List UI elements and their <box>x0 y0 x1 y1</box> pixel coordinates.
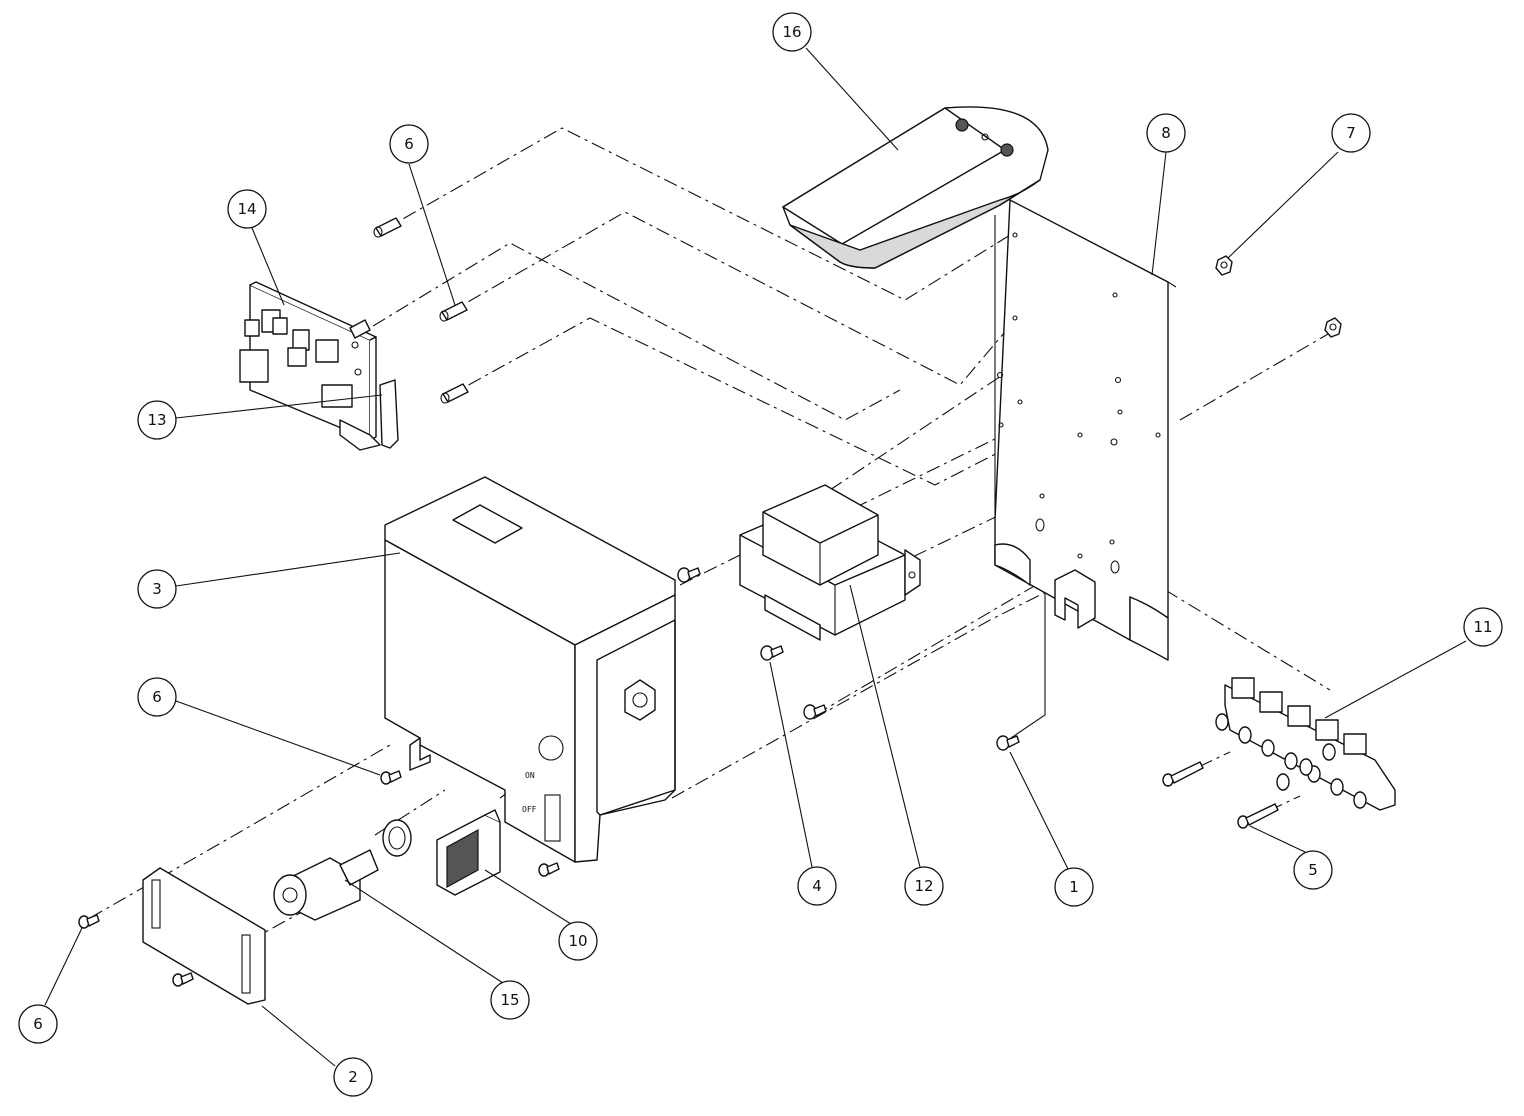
callout-2: 2 <box>333 1057 373 1097</box>
screw-box-bottom <box>538 862 560 877</box>
svg-text:6: 6 <box>33 1015 43 1033</box>
part-2-bracket <box>142 867 266 1005</box>
callout-3: 3 <box>137 569 177 609</box>
svg-text:16: 16 <box>782 23 801 41</box>
part-16-cover <box>782 106 1049 269</box>
screw-part-4b <box>803 704 827 720</box>
switch-off-label: OFF <box>522 805 537 814</box>
svg-text:5: 5 <box>1308 861 1318 879</box>
svg-text:4: 4 <box>812 877 822 895</box>
callout-balloons: 16 8 7 6 14 13 3 6 11 5 1 12 4 10 15 2 6 <box>18 12 1503 1097</box>
screw-bracket-bottom <box>172 972 194 987</box>
callout-1: 1 <box>1054 867 1094 907</box>
svg-text:8: 8 <box>1161 124 1171 142</box>
svg-text:13: 13 <box>147 411 166 429</box>
callout-16: 16 <box>772 12 812 52</box>
svg-text:15: 15 <box>500 991 519 1009</box>
callout-5: 5 <box>1293 850 1333 890</box>
part-1-bracket <box>1054 569 1096 629</box>
part-11-terminal-block <box>1215 677 1396 811</box>
callout-12: 12 <box>904 866 944 906</box>
svg-text:10: 10 <box>568 932 587 950</box>
switch-on-label: ON <box>525 771 535 780</box>
svg-text:7: 7 <box>1346 124 1356 142</box>
screw-near-box-top <box>677 567 701 583</box>
leader-lines <box>44 47 1467 1067</box>
part-8-standoffs <box>349 217 469 404</box>
part-10-switch <box>436 809 501 896</box>
screw-part-5a <box>1162 761 1204 787</box>
svg-text:12: 12 <box>914 877 933 895</box>
callout-15: 15 <box>490 980 530 1020</box>
screw-part-1 <box>996 735 1020 751</box>
callout-6-lower: 6 <box>18 1004 58 1044</box>
screw-part-6-bracket <box>78 914 100 929</box>
svg-text:1: 1 <box>1069 878 1079 896</box>
svg-text:3: 3 <box>152 580 162 598</box>
svg-text:14: 14 <box>237 200 256 218</box>
callout-7: 7 <box>1331 113 1371 153</box>
part-12-transformer <box>739 484 921 641</box>
callout-10: 10 <box>558 921 598 961</box>
callout-11: 11 <box>1463 607 1503 647</box>
part-9-back-plate <box>994 199 1177 661</box>
part-7-nuts <box>1215 255 1342 338</box>
callout-4: 4 <box>797 866 837 906</box>
part-15-fuse-holder <box>273 819 412 921</box>
screw-part-5b <box>1237 803 1279 829</box>
callout-9: 8 <box>1146 113 1186 153</box>
svg-text:2: 2 <box>348 1068 358 1086</box>
svg-text:11: 11 <box>1473 618 1492 636</box>
callout-8: 6 <box>389 124 429 164</box>
screws <box>78 567 1279 987</box>
part-14-circuit-board <box>239 281 399 451</box>
callout-14: 14 <box>227 189 267 229</box>
svg-text:6: 6 <box>404 135 414 153</box>
callout-6-upper: 6 <box>137 677 177 717</box>
screw-part-6-box <box>380 770 402 785</box>
callout-13: 13 <box>137 400 177 440</box>
screw-part-4a <box>760 645 784 661</box>
svg-text:6: 6 <box>152 688 162 706</box>
part-3-enclosure: ON OFF <box>384 476 676 863</box>
